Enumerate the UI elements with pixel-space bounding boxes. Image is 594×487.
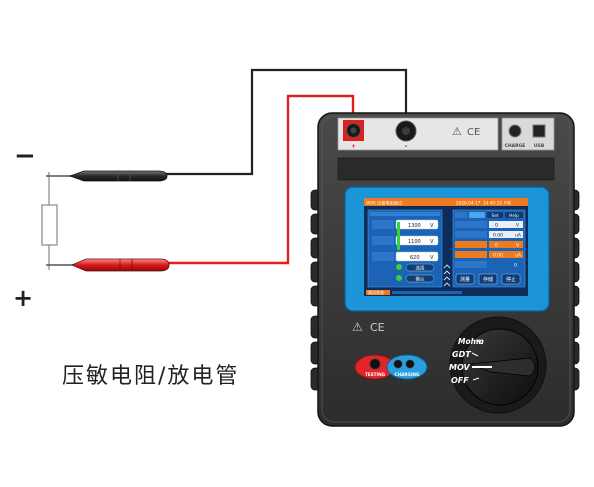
screen-title: MOV 压敏电阻测试 (366, 200, 403, 207)
level-indicator (397, 222, 400, 250)
svg-text:uA: uA (515, 233, 522, 239)
svg-text:确认: 确认 (416, 276, 425, 283)
progress-track (392, 291, 462, 294)
component-caption: 压敏电阻/放电管 (62, 364, 239, 389)
warning-icon: ⚠ (452, 125, 462, 138)
svg-text:测量: 测量 (460, 276, 470, 283)
dial-position-off: OFF (451, 376, 469, 385)
dial-position-gdt: GDT (452, 350, 471, 359)
black-probe-handle (68, 170, 168, 182)
positive-polarity-label: + (13, 284, 33, 312)
stop-button[interactable] (501, 273, 521, 285)
svg-text:V: V (516, 223, 520, 229)
svg-text:0.00: 0.00 (493, 233, 503, 239)
select-button[interactable] (405, 263, 435, 272)
screen-time: 14:40:33 (483, 201, 502, 206)
ce-mark: CE (467, 127, 480, 138)
component-symbol (41, 172, 58, 270)
black-test-lead (46, 68, 408, 182)
result-row: 0 V (455, 241, 523, 249)
ce-mark: CE (370, 321, 385, 334)
charge-port-label: CHARGE (505, 143, 526, 149)
svg-text:Help: Help (509, 213, 519, 218)
svg-text:0: 0 (495, 223, 498, 229)
resistor-body (41, 204, 58, 246)
svg-text:V: V (430, 239, 434, 245)
param-row[interactable]: 1300 V (372, 219, 439, 230)
param-row[interactable]: 1100 V (372, 235, 439, 246)
screen-date: 2020-04-17 (456, 201, 481, 206)
black-wire (163, 68, 408, 176)
svg-text:620: 620 (410, 255, 420, 261)
confirm-button[interactable] (405, 274, 435, 283)
svg-text:选择: 选择 (416, 265, 425, 272)
charge-port[interactable] (508, 124, 522, 138)
screen-status: FIN (504, 201, 511, 206)
svg-text:V: V (516, 243, 520, 249)
svg-text:1100: 1100 (408, 239, 421, 245)
dial-position-mov: MOV (449, 363, 470, 372)
usb-port[interactable] (532, 124, 546, 138)
param-row[interactable]: 620 V (372, 251, 439, 262)
measure-button[interactable] (455, 273, 475, 285)
save-button[interactable] (478, 273, 498, 285)
tab-set[interactable] (487, 212, 503, 218)
result-row: 0.00 uA (455, 231, 523, 239)
screen-footer: 测试状态 (368, 289, 384, 295)
svg-text:存储: 存储 (483, 276, 493, 283)
svg-text:Set: Set (492, 213, 499, 218)
result-row: 0 V (455, 221, 523, 229)
svg-text:V: V (430, 255, 434, 261)
svg-text:V: V (430, 223, 434, 229)
terminal-panel (337, 117, 499, 151)
param-value-field[interactable] (395, 251, 439, 262)
dial-position-mohm: Mohm (458, 337, 484, 346)
dial-pointer (469, 357, 536, 377)
usb-port-label: USB (534, 143, 545, 149)
negative-polarity-label: − (14, 141, 36, 171)
red-probe-handle (70, 258, 170, 272)
tester-device: + - ⚠ CE CHARGE USB MOV 压敏电阻测试 2020-04-1… (310, 112, 580, 427)
param-value-field[interactable] (395, 235, 439, 246)
svg-text:0: 0 (495, 243, 498, 249)
param-value-field[interactable] (395, 219, 439, 230)
svg-text:停止: 停止 (506, 276, 516, 283)
red-test-lead (46, 94, 355, 272)
minus-terminal-label: - (405, 143, 408, 150)
result-row: 0 (455, 261, 523, 269)
result-row: 0.00 uA (455, 251, 523, 259)
warning-icon: ⚠ (352, 320, 363, 334)
red-wire (166, 94, 355, 265)
svg-text:1300: 1300 (408, 223, 421, 229)
scroll-arrows[interactable] (443, 264, 451, 287)
svg-text:0.00: 0.00 (493, 253, 503, 259)
plus-terminal-label: + (351, 143, 356, 150)
tab-help[interactable] (505, 212, 523, 218)
screen-top-bar (364, 198, 528, 206)
svg-text:uA: uA (515, 253, 522, 259)
svg-text:0: 0 (514, 263, 517, 269)
charging-button-label: CHARGING (395, 372, 421, 377)
testing-button-label: TESTING (365, 372, 386, 377)
